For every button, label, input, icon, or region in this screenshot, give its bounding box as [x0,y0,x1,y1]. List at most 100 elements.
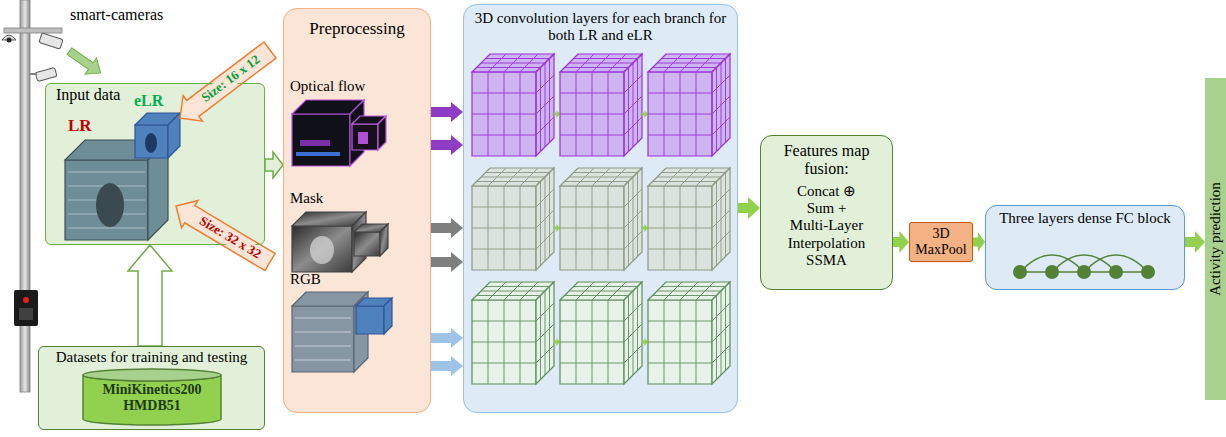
pole [20,0,30,392]
cube-face [624,168,642,270]
cube-grid-line [624,117,642,135]
fc-block: Three layers dense FC block [985,205,1185,290]
frame-stripe [295,360,351,361]
conv-panel: 3D convolution layers for each branch fo… [463,4,738,413]
box-fill [463,4,738,413]
cube-face [712,168,730,270]
small-flow-arrow [642,224,648,232]
box-fill [909,222,973,262]
box-fill [283,8,431,413]
cube-grid-line [472,228,536,229]
cube-grid-line [662,172,726,173]
device-label: smart-cameras [70,6,163,24]
cube-grid-line [560,363,624,364]
node-text: Multi-Layer Interpolation [767,217,886,252]
flow-glow [300,140,330,146]
small-flow-arrow [642,110,648,118]
cube-grid-line [637,59,638,143]
small-flow-arrow [554,224,560,232]
cube-face [472,186,536,270]
cube-face [536,168,554,270]
box-fill [760,135,893,290]
box-fill [985,205,1185,290]
neuron [1013,265,1027,279]
conv-grid-cube [472,54,554,156]
cube-grid-line [486,286,550,287]
cube-grid-line [725,287,726,371]
neuron [1077,265,1091,279]
cube-face [560,72,624,156]
node-text: Datasets for training and testing [43,349,260,366]
cube-grid-line [569,177,633,178]
conv-grid-cube [560,282,642,384]
cube-grid-line [637,287,638,371]
cube-grid-line [560,114,624,115]
cube-face [560,300,624,384]
rgb-cube-small [356,298,392,334]
conv-grid-cube [560,54,642,156]
cube-face [712,282,730,384]
cube-face [624,282,642,384]
dataset-arrow [128,245,172,346]
size-arrow [176,200,275,270]
cube-face [380,224,388,256]
neuron [1045,265,1059,279]
cube-grid-line [520,300,521,384]
cube-grid-line [696,54,714,72]
conv-grid-cube [648,168,730,270]
cube-grid-line [648,249,712,250]
box-fill [1205,78,1226,400]
cube-grid-line [520,186,521,270]
cube-grid-line [520,54,538,72]
node-text: Concat ⊕ [767,183,886,200]
frame-stripe [68,171,145,172]
cube-grid-line [472,363,536,364]
cube-grid-line [712,231,730,249]
cube-grid-line [520,282,538,300]
frame-figure [96,183,124,227]
cube-grid-line [472,135,536,136]
cube-grid-line [536,96,554,114]
cube-grid-line [608,54,626,72]
cube-grid-line [648,342,712,343]
frame-stripe [68,227,145,228]
cube-grid-line [536,345,554,363]
branch-label: RGB [290,271,321,288]
cube-grid-line [574,286,638,287]
branch-arrow [431,252,463,272]
cube-face [624,54,642,156]
cube-face [65,160,148,240]
size-arrow [180,42,276,121]
cube-grid-line [536,210,554,228]
flow-arrow [893,231,909,253]
small-flow-arrow [554,110,560,118]
cube-grid-line [569,291,633,292]
box-camera [39,33,63,49]
node-text: Features map fusion: [767,142,886,179]
cube-grid-line [657,63,721,64]
cube-grid-line [549,173,550,257]
conv-grid-cube [472,282,554,384]
conv-grid-cube [648,54,730,156]
cube-face [135,125,168,158]
preprocessing-panel: Preprocessing [283,8,431,413]
cube-grid-line [624,96,642,114]
branch-label: Optical flow [290,78,365,95]
cube-face [536,54,554,156]
cube-grid-line [560,249,624,250]
flow-arrow [1185,231,1205,253]
cube-grid-line [696,186,697,270]
signal-panel [19,308,33,320]
optical-flow-cube-small [352,116,386,150]
cylinder-top [83,369,221,381]
cube-grid-line [696,300,697,384]
node-text: MiniKinetics200 HMDB51 [86,382,218,414]
camera-lens [7,38,12,43]
cube-grid-line [624,210,642,228]
cube-face [292,306,354,372]
branch-arrow [431,102,463,122]
maxpool-box: 3D MaxPool [909,222,973,262]
cube-face [292,226,352,272]
